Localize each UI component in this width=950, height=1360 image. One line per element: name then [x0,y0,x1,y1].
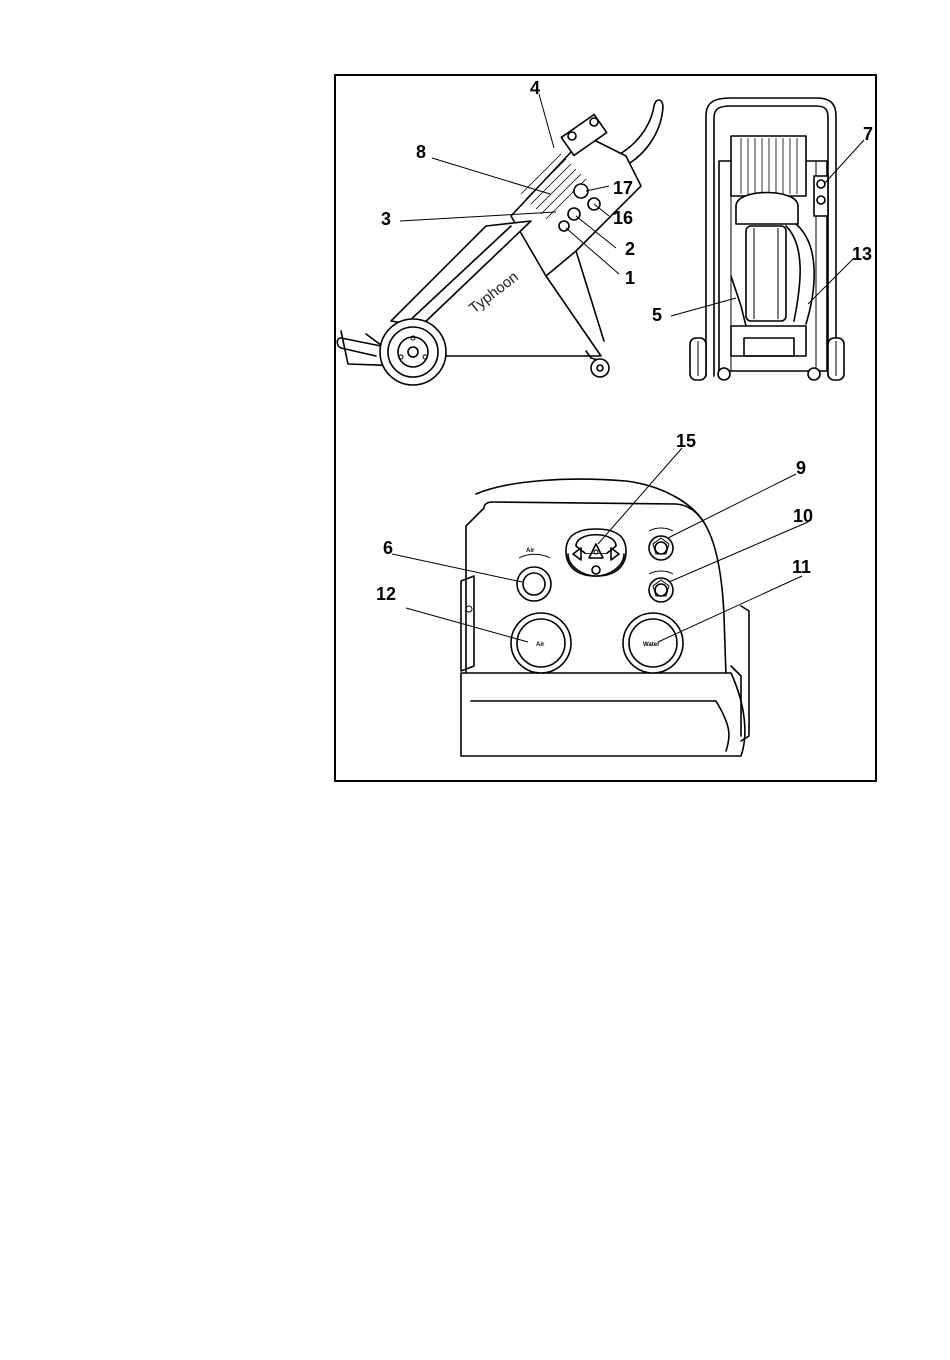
water-gauge-label: Water [643,642,660,648]
control-pad [566,529,626,576]
callout-13: 13 [852,244,872,264]
wheel-icon [380,319,446,385]
caster-icon [586,351,609,377]
callout-16: 16 [613,208,633,228]
callout-11: 11 [792,557,811,577]
callout-17: 17 [613,178,633,198]
callout-5: 5 [652,305,662,325]
rear-view: 7 13 5 [652,98,873,380]
callout-4: 4 [530,78,540,98]
wheel-right-icon [828,338,844,380]
callout-3: 3 [381,209,391,229]
figure-frame: Typhoon 4 8 3 17 16 [334,74,877,782]
callout-7: 7 [863,124,873,144]
callout-9: 9 [796,458,806,478]
callout-10: 10 [793,506,813,526]
control-panel-view: Air Air [376,431,813,756]
side-view: Typhoon 4 8 3 17 16 [337,78,663,385]
wheel-left-icon [690,338,706,380]
callout-6: 6 [383,538,393,558]
callout-8: 8 [416,142,426,162]
callout-15: 15 [676,431,696,451]
callout-2: 2 [625,239,635,259]
machine-diagram: Typhoon 4 8 3 17 16 [336,76,879,784]
callout-12: 12 [376,584,396,604]
callout-1: 1 [625,268,635,288]
air-gauge-label: Air [536,642,545,648]
air-gauge-small-label: Air [526,548,535,554]
